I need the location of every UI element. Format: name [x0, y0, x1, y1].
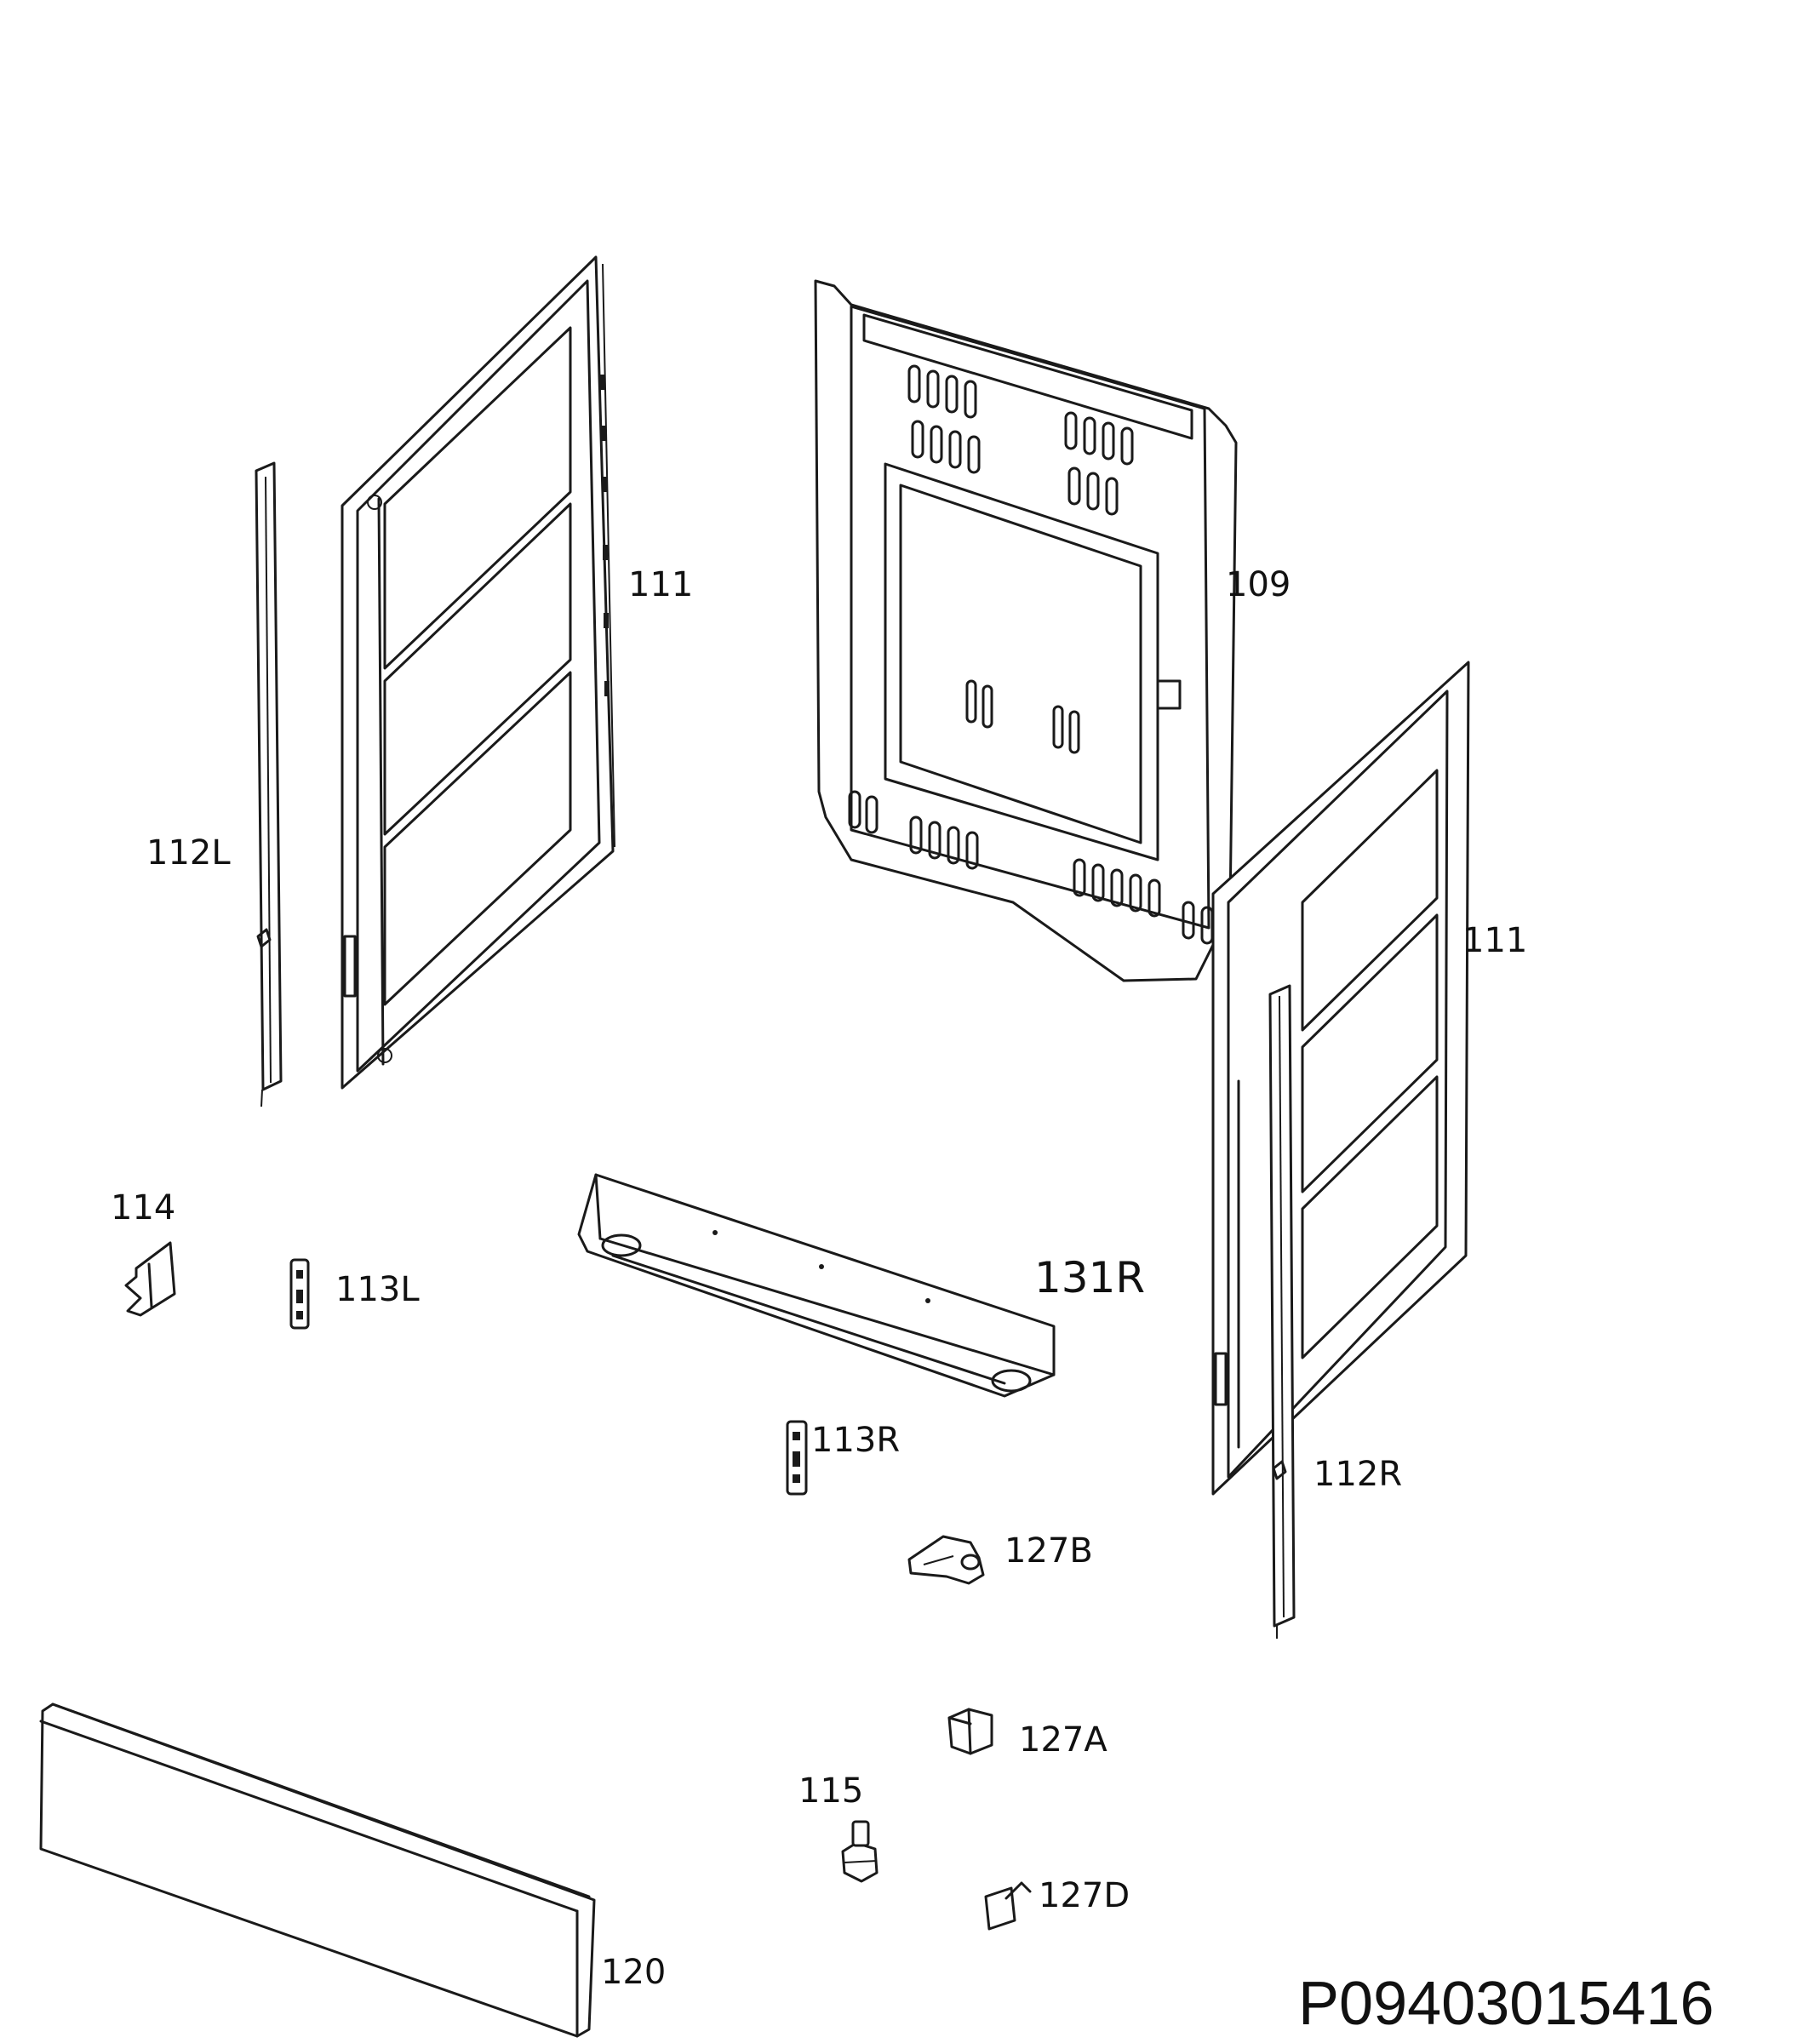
part-131R-rail — [577, 1173, 1056, 1398]
part-127D-bracket — [984, 1881, 1032, 1931]
label-113L: 113L — [335, 1270, 420, 1309]
part-112R-strip — [1268, 984, 1296, 1639]
label-111-right: 111 — [1462, 921, 1527, 960]
label-115: 115 — [798, 1771, 863, 1811]
label-127B: 127B — [1004, 1531, 1093, 1571]
label-127A: 127A — [1019, 1720, 1107, 1760]
label-127D: 127D — [1039, 1876, 1130, 1915]
part-111-left-side-frame — [341, 255, 615, 1090]
label-112L: 112L — [146, 833, 231, 873]
label-114: 114 — [111, 1188, 175, 1228]
part-120-kickplate — [39, 1702, 596, 2038]
part-115-foot — [841, 1820, 879, 1883]
vent-slots-bottom — [848, 790, 1214, 945]
part-127A-block — [947, 1708, 993, 1755]
label-120: 120 — [601, 1953, 666, 1992]
part-113R-hinge — [786, 1420, 808, 1496]
vent-slots-top — [907, 364, 1134, 516]
vent-slots-middle — [965, 679, 1182, 754]
label-109: 109 — [1226, 565, 1291, 604]
label-112R: 112R — [1313, 1455, 1402, 1494]
part-109-back-panel — [814, 279, 1238, 982]
part-112L-strip — [255, 461, 283, 1107]
part-127B-bracket — [907, 1535, 985, 1585]
label-113R: 113R — [811, 1421, 900, 1460]
label-131R: 131R — [1034, 1253, 1145, 1302]
label-111-left: 111 — [628, 565, 693, 604]
part-113L-hinge — [289, 1258, 310, 1330]
document-id: P09403015416 — [1298, 1970, 1714, 2038]
part-111-right-side-frame — [1211, 661, 1470, 1496]
part-114-clip — [124, 1241, 176, 1317]
